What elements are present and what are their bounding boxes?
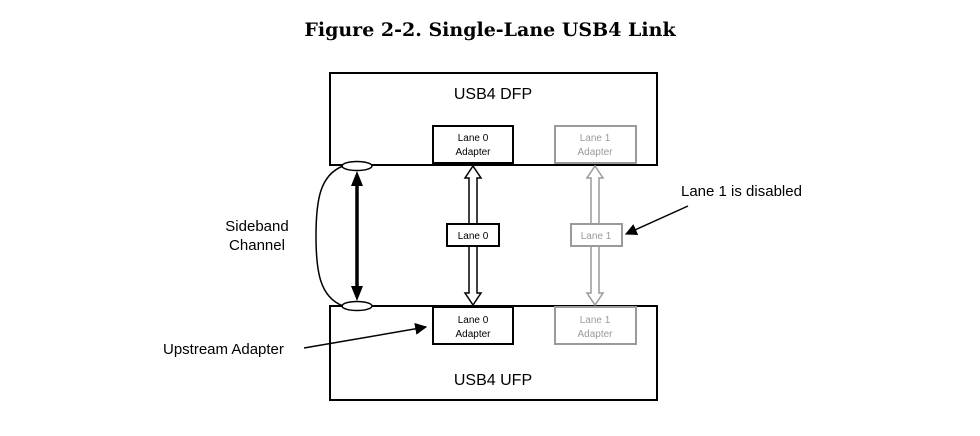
dfp-lane1-adapter-line1: Lane 1	[580, 133, 611, 144]
dfp-lane0-adapter-line2: Adapter	[455, 147, 491, 158]
dfp-label: USB4 DFP	[454, 86, 532, 103]
figure-title: Figure 2-2. Single-Lane USB4 Link	[304, 19, 676, 41]
dfp-lane1-adapter-line2: Adapter	[577, 147, 613, 158]
ufp-lane0-adapter	[432, 306, 514, 345]
dfp-lane0-adapter-line1: Lane 0	[458, 133, 489, 144]
ufp-lane1-adapter-line1: Lane 1	[580, 315, 611, 326]
dfp-lane1-adapter	[554, 125, 637, 164]
sideband-top-port	[341, 160, 373, 172]
sideband-label-line2: Channel	[229, 237, 285, 254]
sideband-bottom-port	[341, 300, 373, 312]
lane0-label: Lane 0	[458, 231, 489, 242]
sideband-arrowhead-bottom	[351, 286, 363, 301]
sideband-bracket	[315, 165, 344, 307]
lane1-disabled-pointer	[624, 205, 689, 236]
lane0-box	[446, 223, 500, 247]
sideband-arrowhead-top	[351, 171, 363, 186]
sideband-label-line1: Sideband	[225, 218, 288, 235]
ufp-lane1-adapter	[554, 306, 637, 345]
upstream-adapter-label: Upstream Adapter	[163, 341, 284, 358]
lane1-label: Lane 1	[581, 231, 612, 242]
ufp-lane0-adapter-line2: Adapter	[455, 329, 491, 340]
ufp-label: USB4 UFP	[454, 372, 532, 389]
lane1-disabled-label: Lane 1 is disabled	[681, 183, 802, 200]
ufp-lane1-adapter-line2: Adapter	[577, 329, 613, 340]
dfp-box	[329, 72, 658, 166]
upstream-adapter-pointer	[303, 322, 428, 349]
dfp-lane0-adapter	[432, 125, 514, 164]
lane1-box	[570, 223, 623, 247]
ufp-lane0-adapter-line1: Lane 0	[458, 315, 489, 326]
